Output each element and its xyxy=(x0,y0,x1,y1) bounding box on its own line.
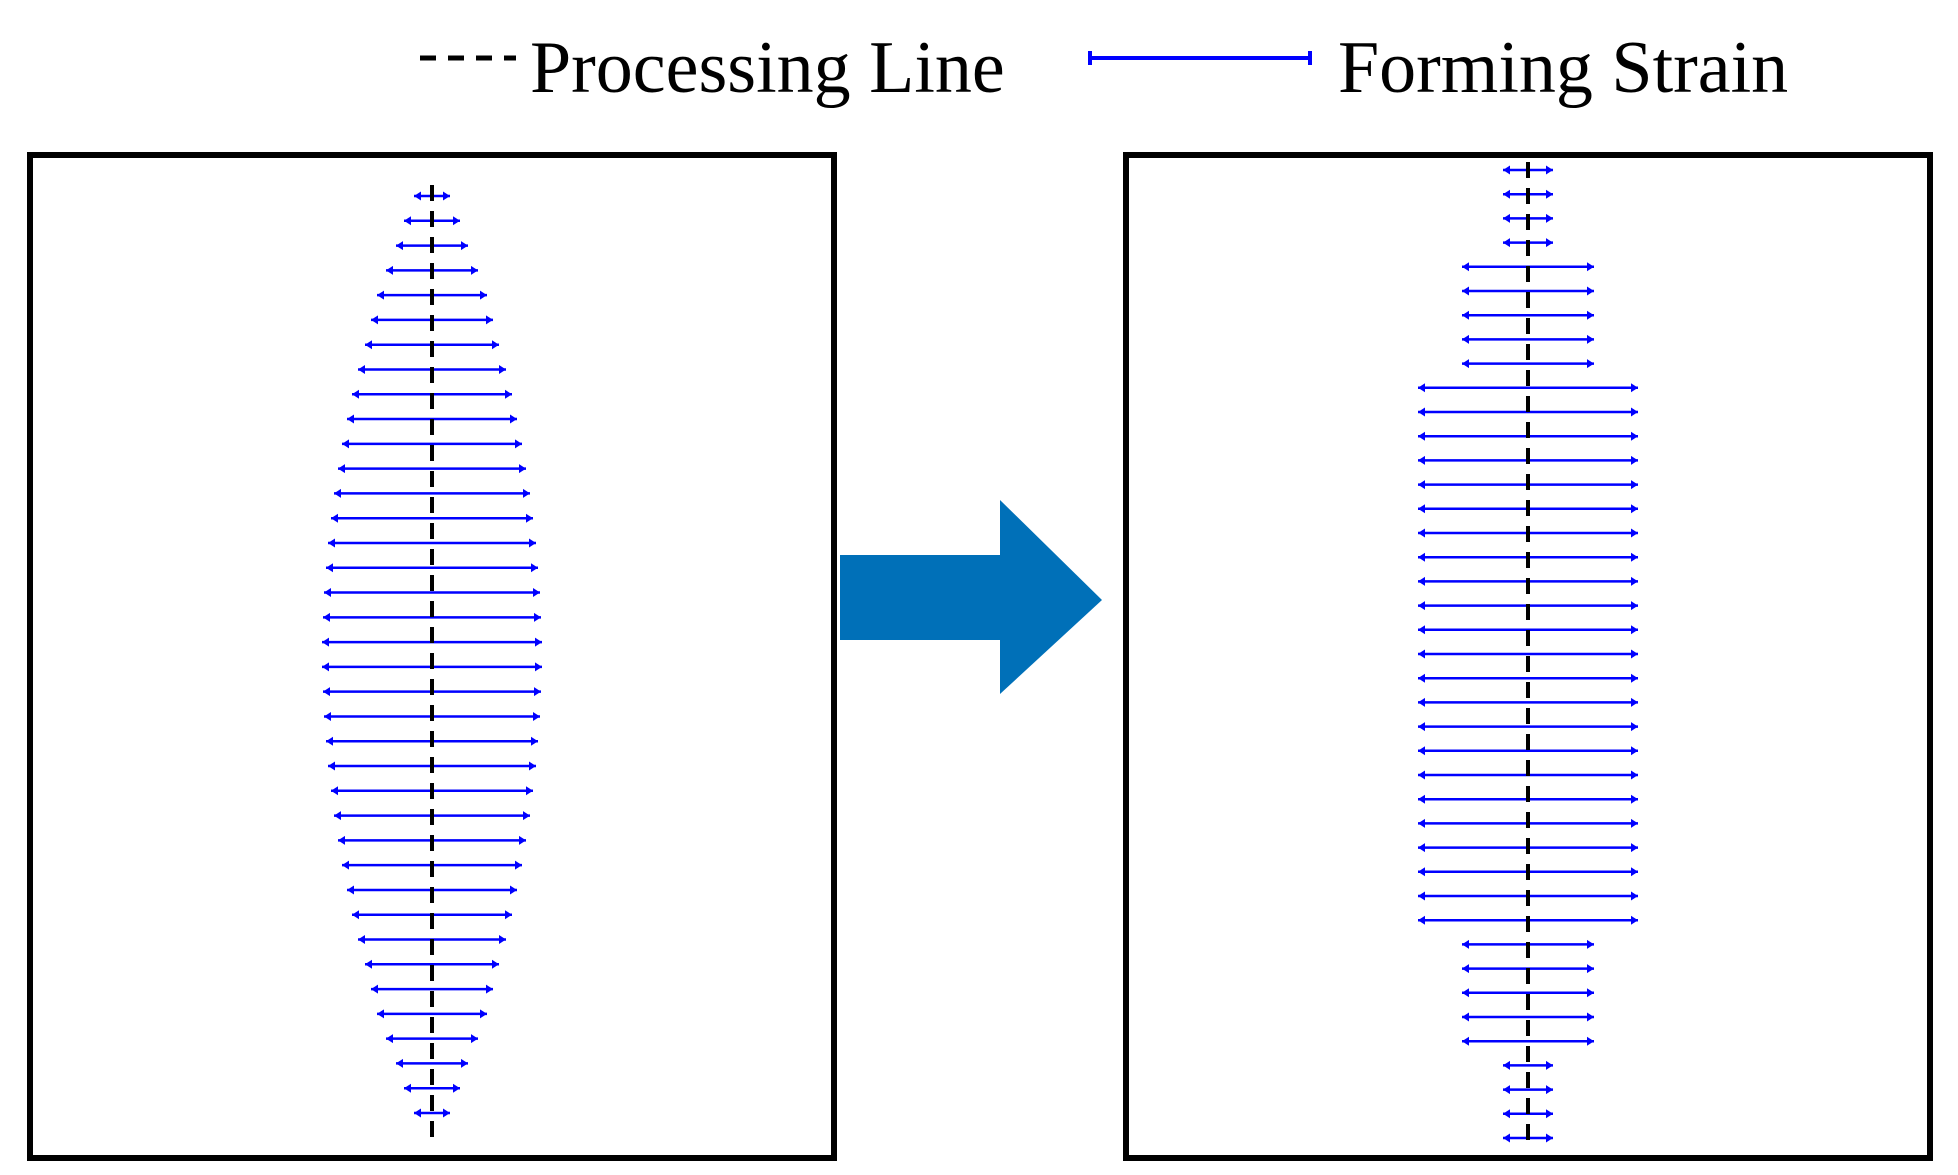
left-panel-frame xyxy=(27,152,837,1161)
left-strain-line-35 xyxy=(386,1034,478,1044)
left-strain-line-34 xyxy=(377,1009,487,1019)
right-strain-line-7 xyxy=(1462,310,1594,320)
right-strain-line-8 xyxy=(1462,334,1594,344)
left-strain-line-32 xyxy=(365,959,499,969)
left-strain-line-18 xyxy=(323,612,541,622)
right-strain-line-20 xyxy=(1418,625,1638,635)
right-strain-line-23 xyxy=(1418,697,1638,707)
left-strain-line-14 xyxy=(331,513,533,523)
left-strain-line-37 xyxy=(404,1083,460,1093)
left-strain-line-12 xyxy=(338,464,526,474)
forming-strain-legend-label: Forming Strain xyxy=(1338,27,1788,109)
right-strain-line-21 xyxy=(1418,649,1638,659)
transition-arrow xyxy=(840,500,1102,694)
left-strain-line-16 xyxy=(326,563,538,573)
right-strain-line-9 xyxy=(1462,359,1594,369)
right-strain-line-6 xyxy=(1462,286,1594,296)
right-strain-line-10 xyxy=(1418,383,1638,393)
left-strain-line-11 xyxy=(342,439,522,449)
legend: Processing Line Forming Strain xyxy=(420,27,1788,109)
processing-line-legend-label: Processing Line xyxy=(530,27,1005,109)
left-strain-line-36 xyxy=(396,1058,468,1068)
right-strain-line-24 xyxy=(1418,722,1638,732)
left-strain-line-13 xyxy=(334,488,530,498)
left-strain-line-33 xyxy=(371,984,493,994)
left-panel xyxy=(27,152,837,1161)
right-strain-line-36 xyxy=(1462,1012,1594,1022)
left-strain-line-15 xyxy=(328,538,536,548)
right-panel-frame xyxy=(1123,152,1933,1161)
right-strain-line-37 xyxy=(1462,1036,1594,1046)
left-strain-line-17 xyxy=(324,588,540,598)
left-strain-line-38 xyxy=(414,1108,450,1118)
right-strain-line-25 xyxy=(1418,746,1638,756)
right-strain-line-35 xyxy=(1462,988,1594,998)
right-strain-line-38 xyxy=(1503,1060,1553,1070)
forming-strain-legend-swatch xyxy=(1088,51,1312,65)
right-strain-line-39 xyxy=(1503,1085,1553,1095)
right-strain-line-22 xyxy=(1418,673,1638,683)
right-panel xyxy=(1123,152,1933,1161)
